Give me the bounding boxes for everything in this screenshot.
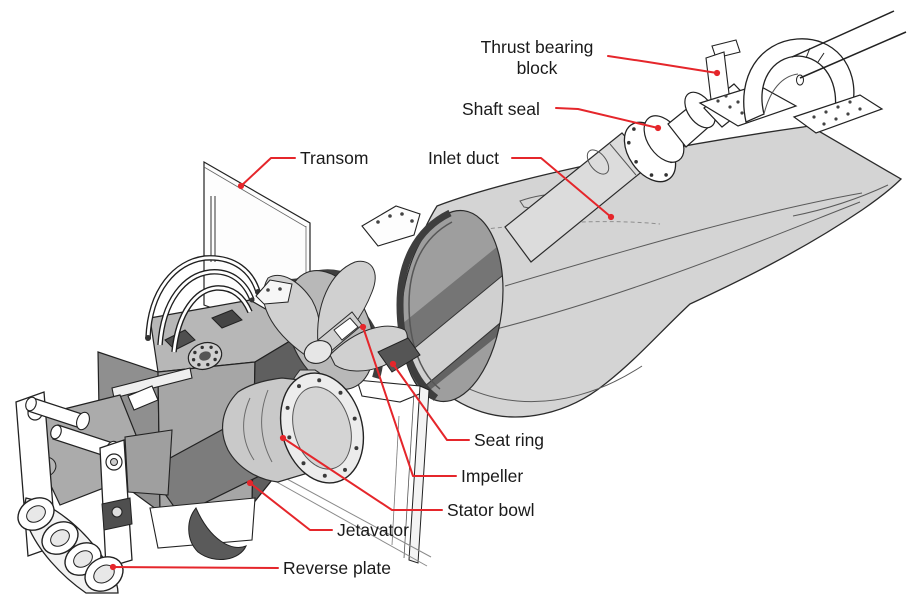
label-stator-bowl: Stator bowl — [447, 500, 535, 520]
anchor-dot-transom — [237, 182, 245, 190]
inlet-duct-graphic — [392, 125, 903, 418]
label-seat-ring: Seat ring — [474, 430, 544, 450]
thrust-bearing-graphic — [698, 10, 907, 134]
anchor-dot-impeller — [359, 323, 367, 331]
anchor-dot-stator-bowl — [279, 434, 287, 442]
anchor-dot-thrust-bearing-block — [713, 69, 721, 77]
label-jetavator: Jetavator — [337, 520, 409, 540]
engine-shaft-line — [799, 31, 907, 79]
transom-flange-bracket — [361, 205, 421, 247]
leader-shaft-seal — [555, 107, 659, 129]
leader-thrust-bearing-block — [607, 55, 718, 74]
hull-line — [256, 470, 428, 567]
leader-stator-bowl — [282, 437, 443, 511]
bearing-base-right — [792, 94, 884, 134]
drive-shaft-graphic — [504, 83, 753, 263]
leader-transom — [240, 157, 296, 187]
leader-jetavator — [249, 482, 333, 531]
actuator-rod — [111, 367, 193, 399]
leader-seat-ring — [392, 363, 470, 441]
label-reverse-plate: Reverse plate — [283, 558, 391, 578]
label-shaft-seal: Shaft seal — [462, 99, 540, 119]
label-impeller: Impeller — [461, 466, 523, 486]
seat-ring-patch — [377, 337, 421, 373]
hull-line — [262, 465, 432, 558]
impeller-stator-graphic — [221, 260, 421, 484]
hook-cutout — [188, 507, 247, 561]
anchor-dot-seat-ring — [389, 360, 397, 368]
leader-inlet-duct — [511, 157, 612, 218]
impeller-hub — [303, 340, 333, 364]
pump-top-bracket — [255, 279, 293, 305]
duct-mount-wedge — [356, 379, 431, 403]
engine-shaft-line — [791, 10, 895, 58]
anchor-dot-shaft-seal — [654, 124, 662, 132]
reverse-plate-fingers — [17, 497, 124, 592]
label-transom: Transom — [300, 148, 368, 168]
anchor-dot-reverse-plate — [109, 563, 117, 571]
duct-cut-rim — [396, 209, 452, 401]
leader-reverse-plate — [112, 566, 279, 569]
anchor-dot-inlet-duct — [607, 213, 615, 221]
hydraulic-hoses — [145, 255, 261, 353]
reverse-plate-graphic — [15, 385, 173, 594]
label-inlet-duct: Inlet duct — [428, 148, 499, 168]
leader-impeller — [362, 326, 457, 477]
transom-plate-lower — [408, 385, 430, 564]
anchor-dot-jetavator — [246, 479, 254, 487]
